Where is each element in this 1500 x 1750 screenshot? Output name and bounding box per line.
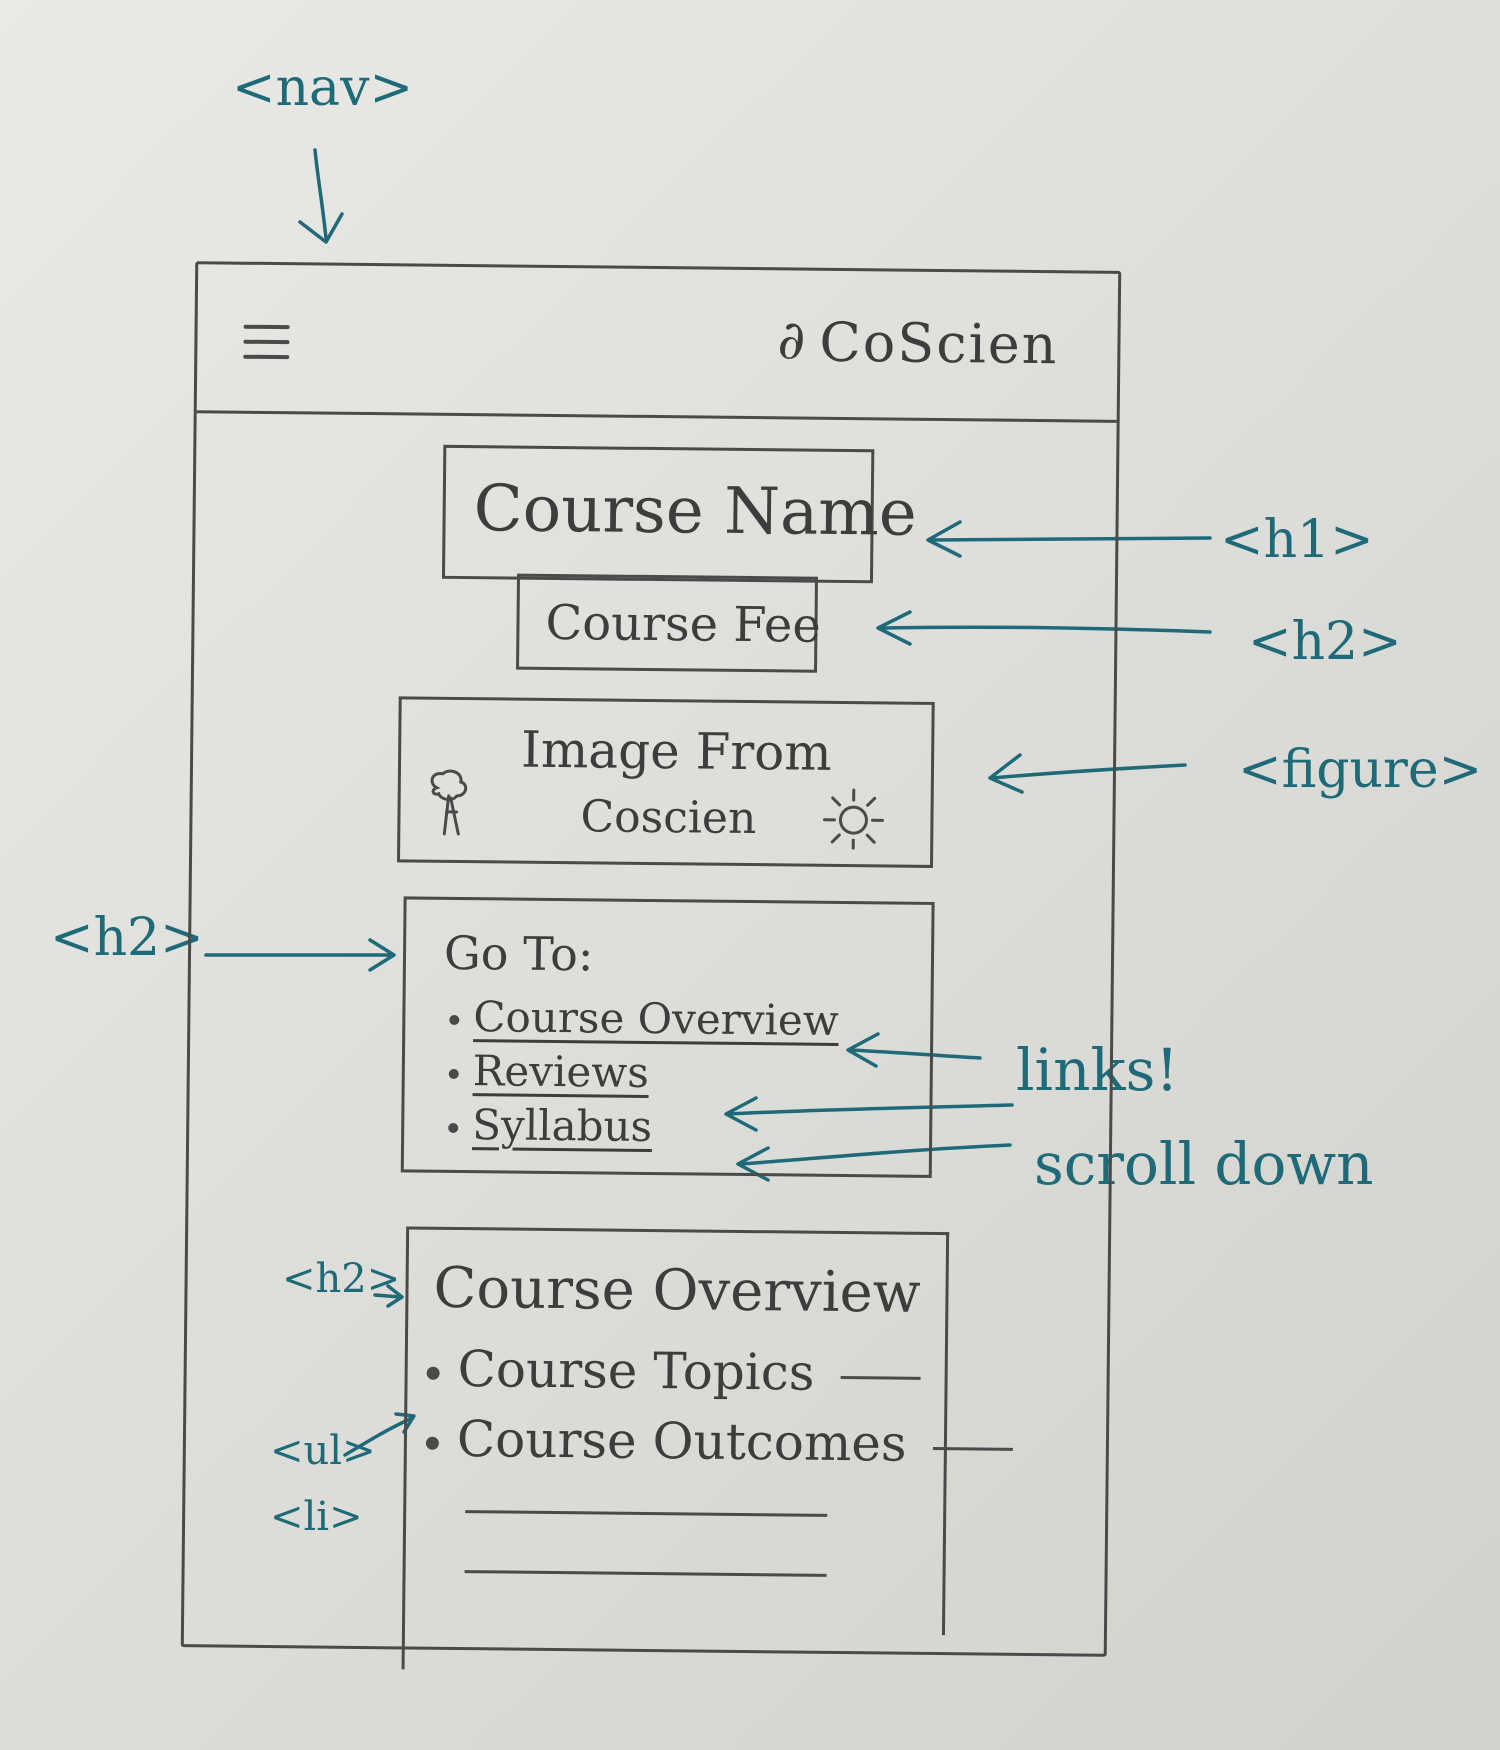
placeholder-dash — [932, 1446, 1013, 1451]
course-fee-heading: Course Fee — [545, 594, 822, 654]
figure-caption-line1: Image From — [520, 720, 833, 782]
course-fee-box: Course Fee — [516, 573, 822, 673]
course-overview-heading: Course Overview — [433, 1255, 922, 1326]
annotation-ul: <ul> — [270, 1428, 376, 1474]
list-item-label: Course Topics — [457, 1339, 815, 1402]
goto-heading: Go To: — [443, 925, 594, 982]
list-item: Course Outcomes — [425, 1409, 1013, 1474]
course-name-heading-box: Course Name — [441, 444, 917, 584]
nav-arrow — [313, 148, 328, 240]
goto-section: Go To: Course Overview Reviews Syllabus — [400, 896, 935, 1178]
annotation-nav: <nav> — [232, 58, 414, 118]
figure-placeholder: Image From Coscien — [396, 696, 935, 868]
annotation-h2-goto: <h2> — [50, 908, 204, 968]
hamburger-icon[interactable] — [243, 324, 290, 370]
bullet — [448, 1122, 459, 1133]
bullet — [449, 1014, 460, 1025]
annotation-scroll-down: scroll down — [1034, 1130, 1374, 1198]
list-item-label: Course Outcomes — [456, 1409, 907, 1473]
annotation-figure: <figure> — [1238, 740, 1483, 800]
link-label[interactable]: Reviews — [472, 1046, 650, 1097]
tree-icon — [430, 769, 468, 836]
section-divider — [401, 1229, 410, 1670]
course-overview-section: Course Overview Course Topics Course Out… — [401, 1226, 1013, 1670]
annotation-h2-overview: <h2> — [282, 1256, 401, 1302]
link-syllabus[interactable]: Syllabus — [448, 1100, 652, 1151]
bullet — [425, 1436, 439, 1450]
bullet — [448, 1068, 459, 1079]
bullet — [426, 1366, 440, 1380]
link-label[interactable]: Course Overview — [473, 992, 839, 1045]
placeholder-text-line — [464, 1570, 827, 1577]
list-item: Course Topics — [426, 1339, 921, 1403]
link-label[interactable]: Syllabus — [471, 1100, 653, 1152]
annotation-li: <li> — [270, 1494, 363, 1540]
logo-text[interactable]: CoScien — [819, 310, 1059, 377]
placeholder-text-line — [465, 1510, 828, 1517]
course-name-heading: Course Name — [473, 472, 918, 551]
nav-bar: ∂ CoScien — [196, 264, 1119, 423]
figure-caption-line2: Coscien — [580, 791, 757, 845]
sun-icon — [822, 788, 884, 850]
phone-wireframe: ∂ CoScien Course Name Course Fee Image F… — [180, 261, 1122, 1670]
placeholder-dash — [840, 1375, 921, 1380]
annotation-links: links! — [1016, 1036, 1179, 1104]
annotation-h2-fee: <h2> — [1248, 612, 1402, 672]
annotation-h1: <h1> — [1220, 510, 1374, 570]
link-course-overview[interactable]: Course Overview — [449, 992, 839, 1045]
logo-icon: ∂ — [777, 308, 806, 372]
link-reviews[interactable]: Reviews — [448, 1046, 650, 1097]
